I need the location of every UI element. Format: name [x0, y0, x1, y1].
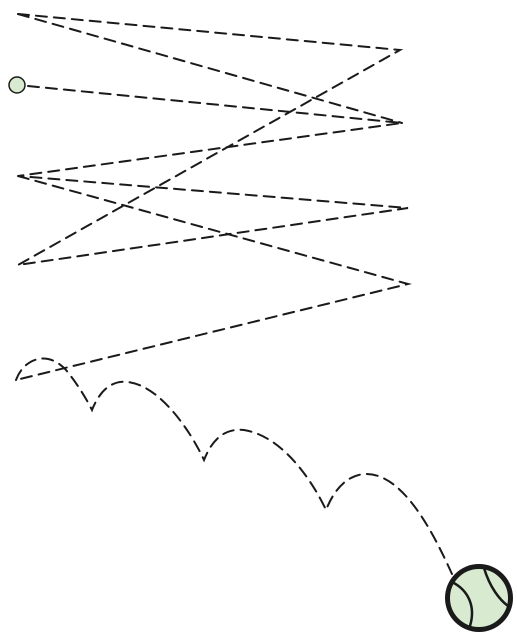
- circle-start-icon: [9, 77, 25, 93]
- zigzag-start-segment: [28, 86, 402, 123]
- tennis-ball-icon: [445, 564, 513, 632]
- zigzag-top-segment: [18, 14, 408, 265]
- zigzag-long-segment: [18, 14, 402, 123]
- zigzag-path: [16, 14, 408, 380]
- bounce-path: [16, 359, 452, 574]
- zigzag-lower-segment: [16, 176, 408, 380]
